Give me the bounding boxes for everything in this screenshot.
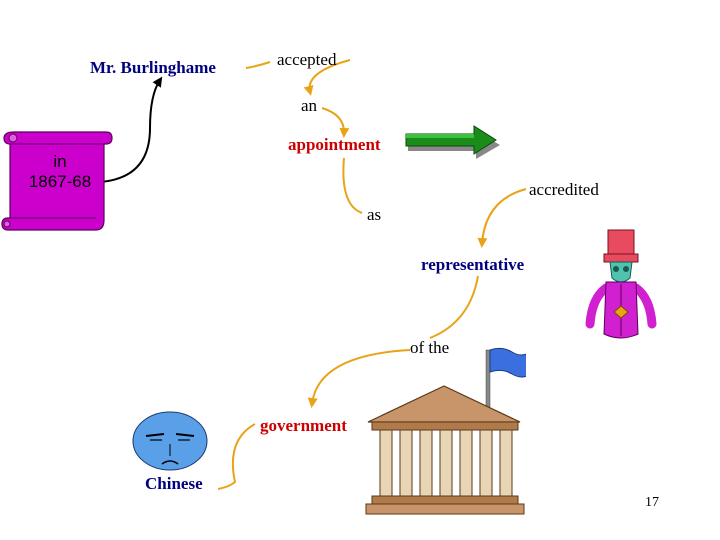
nationality-label: Chinese	[145, 474, 203, 493]
object-label: appointment	[288, 135, 381, 154]
connector-government-chinese	[217, 423, 256, 490]
scroll-date-text: in 1867-68	[14, 152, 106, 192]
government-label: government	[260, 416, 347, 435]
verb-label: accepted	[277, 50, 337, 69]
connector-scroll-subject	[99, 76, 163, 183]
connector-accepted-subject	[245, 61, 271, 69]
article-label: an	[301, 96, 318, 115]
role-label: representative	[421, 255, 525, 274]
government-building-icon	[365, 347, 526, 515]
connector-an-appointment	[321, 107, 350, 138]
preposition-as-label: as	[367, 205, 382, 224]
connector-appointment-as	[342, 157, 363, 214]
connector-representative-of	[429, 275, 479, 339]
scroll-icon	[1, 131, 113, 231]
preposition-of-label: of the	[410, 338, 450, 357]
connector-accepted-an	[303, 59, 351, 96]
chinese-face-icon	[132, 411, 208, 471]
participle-label: accredited	[529, 180, 599, 199]
official-figure-icon	[585, 229, 657, 339]
page-number: 17	[645, 495, 659, 510]
flag-icon	[485, 347, 526, 421]
connector-of-government	[307, 349, 411, 408]
time-years: 1867-68	[28, 172, 92, 191]
subject-label: Mr. Burlinghame	[90, 58, 216, 77]
connector-accredited-representative	[477, 188, 527, 248]
time-prefix: in	[53, 152, 67, 171]
green-arrow-icon	[405, 125, 500, 159]
